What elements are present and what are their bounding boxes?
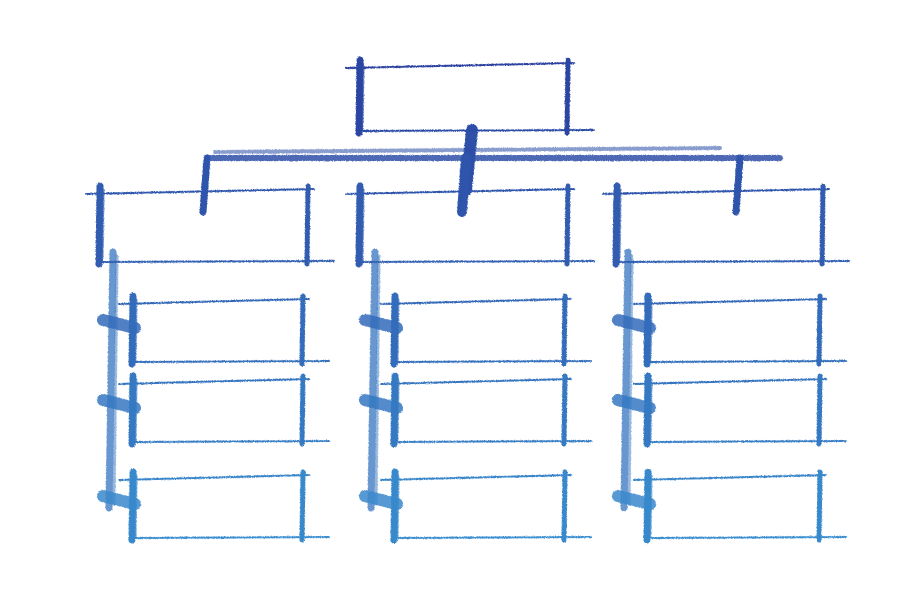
branch-node-3-left xyxy=(612,182,621,268)
child-node-3-2-right xyxy=(816,373,823,447)
branch-node-2 xyxy=(345,182,595,268)
child-node-3-1-top xyxy=(633,298,827,305)
branch-bus-line-2 xyxy=(213,146,722,154)
child-node-1-2-top xyxy=(118,378,310,385)
branch-node-1-right xyxy=(304,183,311,267)
child-spine-line-3 xyxy=(620,248,632,512)
root-node-left-2 xyxy=(360,62,365,131)
child-node-3-2-left xyxy=(643,372,652,448)
child-node-2-3-right xyxy=(561,469,568,543)
branch-node-3 xyxy=(602,182,850,268)
child-node-2-2 xyxy=(380,372,592,448)
child-spine-line-b-1 xyxy=(112,254,119,506)
child-node-1-3-bottom xyxy=(134,536,330,539)
child-node-3-1-bottom xyxy=(649,360,847,363)
branch-node-2-left xyxy=(355,182,364,268)
child-node-3-3 xyxy=(633,468,847,544)
child-node-3-1-left-2 xyxy=(648,298,653,362)
branch-drop-line-1 xyxy=(199,154,211,216)
child-node-3-2-top xyxy=(633,378,827,385)
child-node-2-2-left xyxy=(390,372,399,448)
child-node-2-3 xyxy=(380,468,592,544)
branch-node-3-top xyxy=(602,188,830,195)
child-node-1-1 xyxy=(118,292,330,368)
child-node-2-1-left xyxy=(390,292,399,368)
child-node-3-2 xyxy=(633,372,847,448)
child-node-1-3-left-2 xyxy=(133,474,138,538)
child-node-2-1-left-2 xyxy=(395,298,400,362)
branch-drop-line-3 xyxy=(732,154,744,216)
child-node-1-1-right xyxy=(299,293,306,367)
child-node-1-2-left-2 xyxy=(133,378,138,442)
child-node-3-1-right xyxy=(816,293,823,367)
branch-node-2-top xyxy=(345,188,575,195)
child-node-2-1-right xyxy=(561,293,568,367)
branch-node-2-left-2 xyxy=(360,188,365,262)
child-node-1-3-right xyxy=(299,469,306,543)
child-node-1-1-left xyxy=(128,292,137,368)
branch-node-2-right xyxy=(564,183,571,267)
child-node-1-3-left xyxy=(128,468,137,544)
root-node-left xyxy=(355,56,364,137)
child-node-2-1 xyxy=(380,292,592,368)
child-node-2-3-top xyxy=(380,474,572,481)
root-node-bottom xyxy=(361,129,595,132)
child-node-2-2-top xyxy=(380,378,572,385)
child-node-1-2-bottom xyxy=(134,440,330,443)
branch-drop-line-2 xyxy=(457,153,471,217)
child-node-2-3-bottom xyxy=(396,536,592,539)
child-node-1-2-right xyxy=(299,373,306,447)
child-spine-line-2 xyxy=(367,248,379,512)
child-node-2-1-top xyxy=(380,298,572,305)
root-node xyxy=(345,56,595,137)
child-node-1-1-top xyxy=(118,298,310,305)
child-node-3-3-top xyxy=(633,474,827,481)
child-node-1-3-top xyxy=(118,474,310,481)
child-node-3-2-bottom xyxy=(649,440,847,443)
child-spine-line-b-3 xyxy=(627,254,634,506)
root-node-top xyxy=(345,62,575,69)
root-node-right xyxy=(564,57,571,136)
child-node-3-3-left-2 xyxy=(648,474,653,538)
branch-node-2-bottom xyxy=(361,260,595,263)
branch-node-1-bottom xyxy=(101,260,335,263)
child-node-2-3-left xyxy=(390,468,399,544)
child-spine-line-b-2 xyxy=(374,254,381,506)
child-node-1-3 xyxy=(118,468,330,544)
branch-node-1 xyxy=(85,182,335,268)
child-node-3-2-left-2 xyxy=(648,378,653,442)
child-node-3-3-right xyxy=(816,469,823,543)
child-node-1-2 xyxy=(118,372,330,448)
child-node-3-1 xyxy=(633,292,847,368)
child-node-3-3-bottom xyxy=(649,536,847,539)
child-node-2-2-left-2 xyxy=(395,378,400,442)
child-node-2-3-left-2 xyxy=(395,474,400,538)
branch-node-1-top xyxy=(85,188,315,195)
branch-node-3-right xyxy=(819,183,826,267)
branch-node-1-left xyxy=(95,182,104,268)
branch-node-1-left-2 xyxy=(100,188,105,262)
branch-node-3-left-2 xyxy=(617,188,622,262)
child-node-2-2-right xyxy=(561,373,568,447)
child-spine-line-1 xyxy=(105,248,117,512)
child-node-3-3-left xyxy=(643,468,652,544)
child-node-1-2-left xyxy=(128,372,137,448)
child-node-2-2-bottom xyxy=(396,440,592,443)
node-boxes xyxy=(85,56,850,544)
child-node-3-1-left xyxy=(643,292,652,368)
branch-node-3-bottom xyxy=(618,260,850,263)
connector-lines xyxy=(97,124,783,512)
child-node-1-1-left-2 xyxy=(133,298,138,362)
child-node-2-1-bottom xyxy=(396,360,592,363)
child-node-1-1-bottom xyxy=(134,360,330,363)
